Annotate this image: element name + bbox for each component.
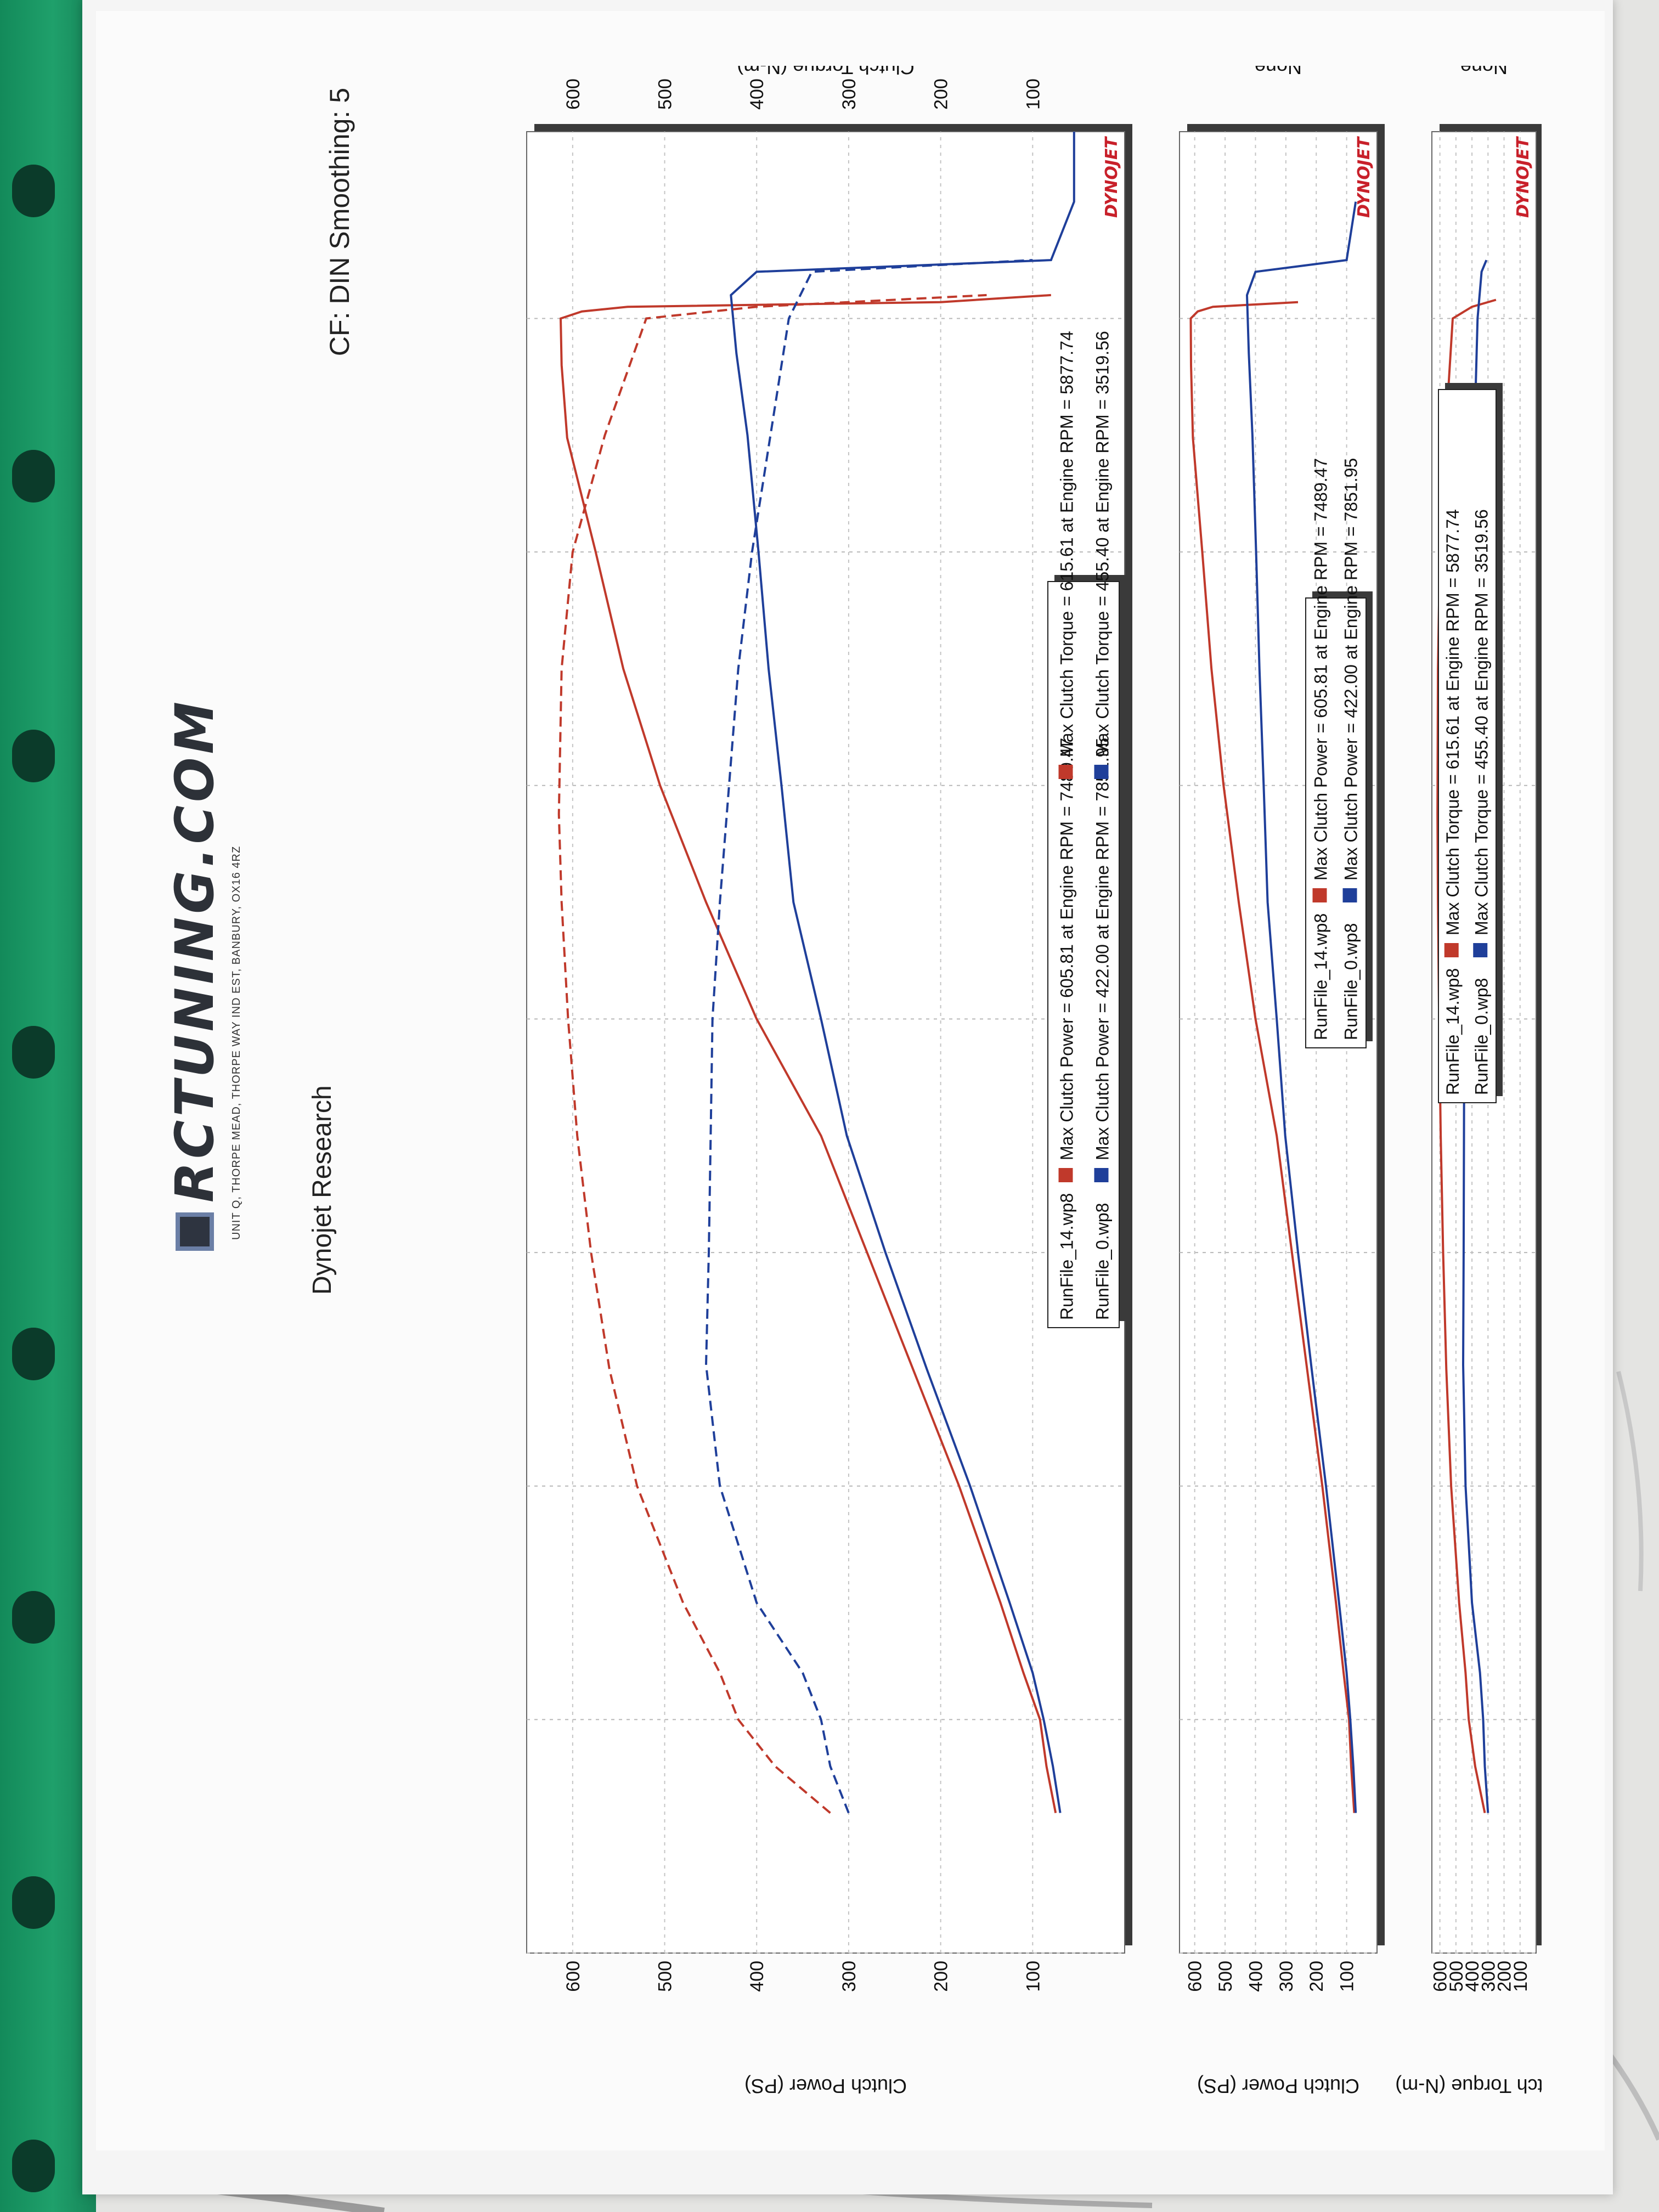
binder-hole-icon bbox=[12, 450, 55, 503]
legend-file-name: RunFile_0.wp8 bbox=[1471, 978, 1491, 1095]
binder-hole-icon bbox=[12, 1876, 55, 1929]
y-tick-label: 600 bbox=[1185, 1961, 1206, 1992]
y-tick-label: 200 bbox=[931, 1961, 952, 1992]
y2-axis-title: None bbox=[1460, 66, 1508, 78]
binder-hole-icon bbox=[12, 1591, 55, 1644]
dynojet-brand-mark: DYNOJET bbox=[1355, 136, 1374, 218]
y-tick-label: 300 bbox=[839, 1961, 860, 1992]
binder-hole-icon bbox=[12, 165, 55, 217]
y-tick-label: 400 bbox=[747, 1961, 768, 1992]
rotated-report: RCTUNING.COM UNIT Q, THORPE MEAD, THORPE… bbox=[93, 66, 1542, 2118]
legend-stat-text: Max Clutch Power = 605.81 at Engine RPM … bbox=[1311, 458, 1331, 881]
y-tick-label: 500 bbox=[655, 1961, 676, 1992]
y-tick-label: 300 bbox=[1478, 1961, 1499, 1992]
y2-tick-label: 100 bbox=[1023, 78, 1043, 110]
legend-file-name: RunFile_0.wp8 bbox=[1093, 1203, 1113, 1320]
legend-file-name: RunFile_0.wp8 bbox=[1341, 923, 1361, 1040]
y-tick-label: 600 bbox=[1430, 1961, 1451, 1992]
y2-tick-label: 300 bbox=[839, 78, 860, 110]
y-tick-label: 400 bbox=[1462, 1961, 1483, 1992]
legend-swatch bbox=[1058, 1168, 1073, 1182]
legend-stat-text: Max Clutch Torque = 615.61 at Engine RPM… bbox=[1443, 509, 1463, 935]
binder-hole-icon bbox=[12, 1026, 55, 1079]
legend-stat-text: Max Clutch Torque = 455.40 at Engine RPM… bbox=[1093, 331, 1113, 757]
legend-swatch bbox=[1094, 1168, 1109, 1182]
y-tick-label: 600 bbox=[563, 1961, 584, 1992]
y-tick-label: 400 bbox=[1245, 1961, 1266, 1992]
y-axis-title: Clutch Torque (N-m) bbox=[1395, 2075, 1542, 2097]
legend-stat-text: Max Clutch Power = 605.81 at Engine RPM … bbox=[1057, 738, 1077, 1160]
y-tick-label: 500 bbox=[1446, 1961, 1467, 1992]
y2-tick-label: 400 bbox=[747, 78, 768, 110]
series-line-runfile-0-wp8 bbox=[1245, 201, 1357, 1813]
legend-stat-text: Max Clutch Torque = 615.61 at Engine RPM… bbox=[1057, 331, 1077, 757]
y-tick-label: 300 bbox=[1276, 1961, 1297, 1992]
binder-hole-icon bbox=[12, 730, 55, 782]
y2-tick-label: 600 bbox=[563, 78, 584, 110]
legend-file-name: RunFile_14.wp8 bbox=[1057, 1193, 1077, 1320]
legend-stat-text: Max Clutch Power = 422.00 at Engine RPM … bbox=[1341, 458, 1361, 881]
y-tick-label: 500 bbox=[1215, 1961, 1236, 1992]
y-tick-label: 100 bbox=[1510, 1961, 1531, 1992]
legend-swatch bbox=[1473, 943, 1488, 957]
binder-hole-icon bbox=[12, 2140, 55, 2192]
legend-box bbox=[1438, 389, 1497, 1103]
legend-file-name: RunFile_14.wp8 bbox=[1443, 968, 1463, 1095]
green-binder-strip bbox=[0, 0, 96, 2212]
legend-swatch bbox=[1342, 888, 1357, 902]
legend-swatch bbox=[1444, 943, 1459, 957]
series-line-runfile-14-wp8-torque bbox=[557, 294, 987, 1814]
y-axis-title: Clutch Power (PS) bbox=[744, 2075, 907, 2097]
legend-stat-text: Max Clutch Power = 422.00 at Engine RPM … bbox=[1093, 738, 1113, 1160]
legend-swatch bbox=[1094, 765, 1109, 779]
legend-swatch bbox=[1058, 765, 1073, 779]
y-tick-label: 200 bbox=[1306, 1961, 1327, 1992]
series-line-runfile-0-wp8-torque bbox=[704, 259, 1033, 1814]
dynojet-brand-mark: DYNOJET bbox=[1514, 136, 1533, 218]
legend-box bbox=[1305, 597, 1367, 1048]
y2-tick-label: 200 bbox=[931, 78, 952, 110]
legend-file-name: RunFile_14.wp8 bbox=[1311, 913, 1331, 1040]
legend-stat-text: Max Clutch Torque = 455.40 at Engine RPM… bbox=[1471, 509, 1491, 935]
y-tick-label: 100 bbox=[1023, 1961, 1043, 1992]
series-line-runfile-0-wp8-power bbox=[730, 132, 1075, 1813]
y2-tick-label: 500 bbox=[655, 78, 676, 110]
series-line-runfile-14-wp8 bbox=[1189, 301, 1356, 1813]
binder-hole-icon bbox=[12, 1328, 55, 1380]
y-tick-label: 100 bbox=[1337, 1961, 1358, 1992]
y2-axis-title: Clutch Torque (N-m) bbox=[737, 66, 914, 78]
dynojet-brand-mark: DYNOJET bbox=[1102, 136, 1121, 218]
y-axis-title: Clutch Power (PS) bbox=[1197, 2075, 1359, 2097]
y-tick-label: 200 bbox=[1494, 1961, 1515, 1992]
y2-axis-title: None bbox=[1255, 66, 1302, 78]
dyno-chart: 100100200200300300400400500500600600Clut… bbox=[526, 66, 1542, 2097]
legend-swatch bbox=[1312, 888, 1327, 902]
series-line-runfile-14-wp8-power bbox=[559, 294, 1057, 1813]
